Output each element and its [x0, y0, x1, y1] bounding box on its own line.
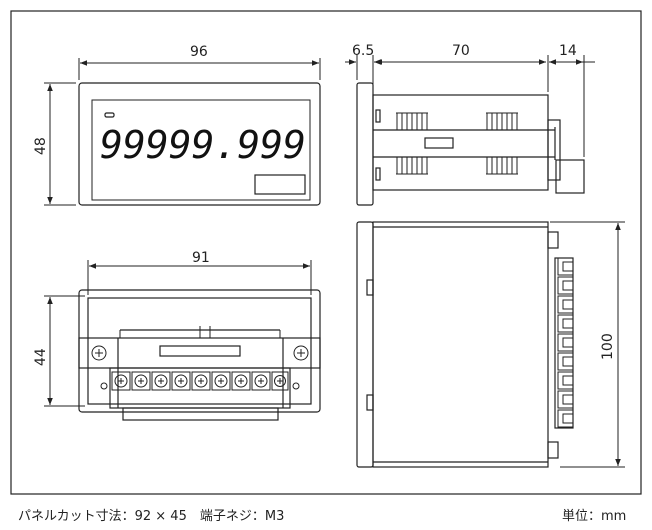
counter-display: 99999.999	[100, 123, 306, 167]
dim-front-width	[78, 58, 321, 80]
terminal-screw-icon	[111, 371, 289, 391]
top-view	[356, 221, 574, 468]
mounting-screw-icon	[91, 345, 309, 390]
dim-label-front-width: 96	[190, 44, 208, 60]
side-view	[356, 82, 585, 206]
side-ribs	[396, 112, 518, 175]
unit-note: 単位：mm	[562, 509, 627, 524]
dim-rear-height	[44, 295, 85, 407]
rear-rail	[119, 326, 281, 338]
rear-view	[78, 289, 321, 421]
dim-top-length	[550, 221, 625, 468]
dim-rear-width	[87, 260, 312, 295]
dim-label-front-height: 48	[33, 137, 49, 155]
dim-label-side-depth: 70	[452, 43, 470, 59]
drawing-border	[10, 10, 642, 495]
dim-label-rear-width: 91	[192, 250, 210, 266]
dim-label-top-length: 100	[600, 333, 616, 360]
dim-front-height	[44, 82, 76, 206]
dim-side	[345, 55, 595, 157]
dim-label-side-terminal: 14	[559, 43, 577, 59]
dim-label-rear-height: 44	[33, 348, 49, 366]
panel-cut-note: パネルカット寸法：92 × 45 端子ネジ：M3	[18, 509, 285, 524]
top-terminal-blocks	[557, 257, 574, 428]
front-view	[78, 82, 321, 206]
front-label-window	[254, 174, 306, 195]
dim-label-side-bezel: 6.5	[352, 43, 374, 59]
